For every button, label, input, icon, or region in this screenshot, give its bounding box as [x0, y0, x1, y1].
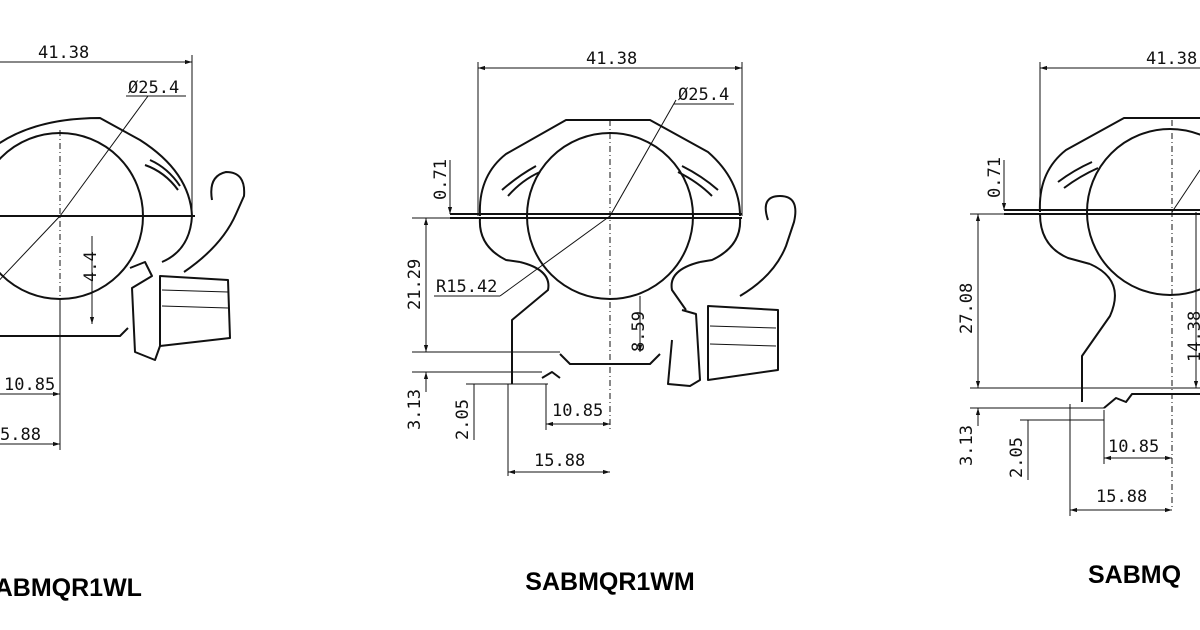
- dim-clamp: 8.59: [629, 311, 649, 352]
- model-label: SABMQR1WM: [525, 568, 694, 596]
- dim-width: 41.38: [1146, 49, 1197, 69]
- dim-width: 41.38: [586, 49, 637, 69]
- dim-radius: R15.42: [436, 277, 497, 297]
- dimensions: 41.38 Ø25.4 0.71 21.29 R15.42 8.59 3.13 …: [405, 49, 743, 476]
- view-sabmq: 41.38 0.71 27.08 14.38 3.13 2.05 10.85 1…: [957, 49, 1200, 589]
- centerlines: [434, 99, 677, 430]
- ring-body: [1004, 117, 1200, 296]
- dim-base2: 15.88: [534, 451, 585, 471]
- dim-diameter: Ø25.4: [678, 85, 729, 105]
- dim-base: 10.85: [1108, 437, 1159, 457]
- dim-rail: 3.13: [405, 389, 425, 430]
- dim-width: 41.38: [38, 43, 89, 63]
- view-sabmqr1wl: 41.38 Ø25.4 4.4 10.85 5.88 SABMQR1WL: [0, 43, 246, 602]
- view-sabmqr1wm: 41.38 Ø25.4 0.71 21.29 R15.42 8.59 3.13 …: [405, 49, 797, 596]
- dimensions: 41.38 Ø25.4 4.4 10.85 5.88: [0, 43, 193, 450]
- dim-base: 10.85: [4, 375, 55, 395]
- dimensions: 41.38 0.71 27.08 14.38 3.13 2.05 10.85 1…: [957, 49, 1200, 516]
- dim-step: 4.4: [81, 251, 101, 282]
- dim-recoil: 2.05: [453, 399, 473, 440]
- dim-split: 0.71: [985, 157, 1005, 198]
- dim-base2: 15.88: [1096, 487, 1147, 507]
- dim-base: 10.85: [552, 401, 603, 421]
- dim-height: 21.29: [405, 259, 425, 310]
- lever-and-base: [667, 195, 797, 387]
- dim-diameter: Ø25.4: [128, 78, 179, 98]
- model-label: SABMQ: [1088, 561, 1181, 589]
- lower-clamp: [511, 261, 701, 384]
- dim-rail: 3.13: [957, 425, 977, 466]
- ring-body: [450, 119, 742, 300]
- model-label: SABMQR1WL: [0, 574, 142, 602]
- dim-inner: 14.38: [1185, 311, 1200, 362]
- dim-split: 0.71: [431, 159, 451, 200]
- dim-base2: 5.88: [0, 425, 41, 445]
- centerlines: [1171, 120, 1200, 510]
- lower-clamp: [1081, 263, 1200, 409]
- dim-height: 27.08: [957, 283, 977, 334]
- lever-and-base: [0, 171, 246, 361]
- centerlines: [0, 95, 149, 300]
- dim-recoil: 2.05: [1007, 437, 1027, 478]
